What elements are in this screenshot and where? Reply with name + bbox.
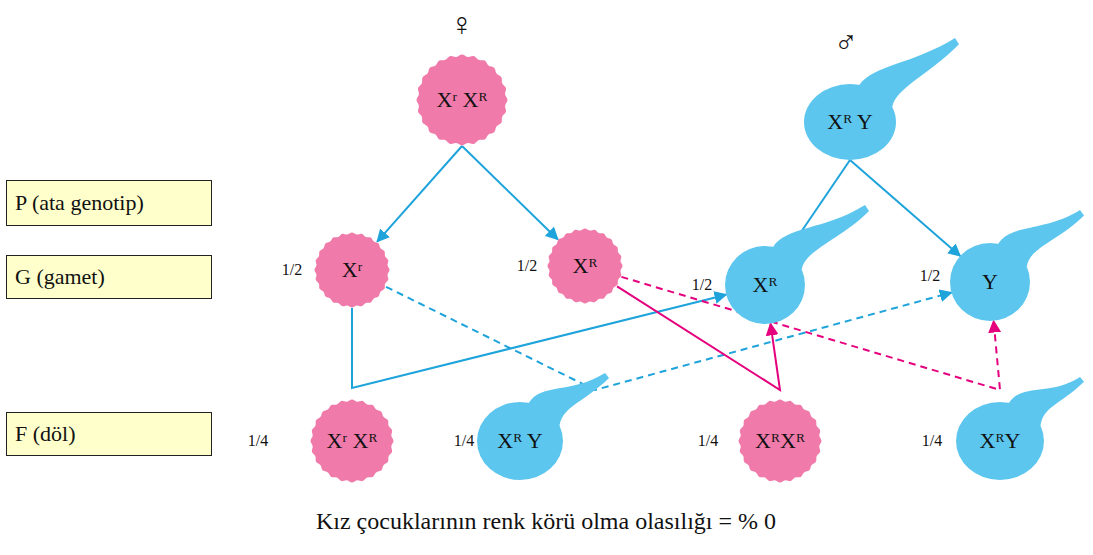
- sex-symbol: ♀: [450, 6, 474, 43]
- egg-cell: XᴿXᴿ: [738, 399, 822, 483]
- egg-body: [315, 233, 390, 308]
- sperm-cell: Xᴿ: [725, 246, 805, 324]
- probability-label: 1/2: [517, 257, 537, 275]
- fertilization-arrow: [386, 287, 951, 390]
- sperm-cell: Xᴿ Y: [804, 84, 896, 160]
- sperm-head: [956, 402, 1044, 480]
- egg-body: [417, 55, 508, 146]
- node-text: Xᴿ: [573, 253, 598, 279]
- sperm-cell: Y: [950, 243, 1030, 321]
- fertilization-arrow: [352, 295, 726, 388]
- sperm-head: [725, 246, 805, 324]
- sperm-cell: XᴿY: [956, 402, 1044, 480]
- gamete-arrow: [377, 146, 462, 242]
- node-text: Xᴿ Y: [497, 428, 542, 454]
- node-text: P (ata genotip): [15, 190, 144, 216]
- gamete-arrow: [462, 146, 558, 239]
- probability-label: 1/4: [698, 432, 718, 450]
- stage-label-box: P (ata genotip): [6, 180, 212, 226]
- node-text: Xʳ Xᴿ: [326, 428, 377, 454]
- egg-cell: Xᴿ: [547, 228, 623, 304]
- node-text: Xᴿ: [753, 272, 778, 298]
- probability-label: 1/2: [692, 276, 712, 294]
- probability-label: 1/2: [920, 267, 940, 285]
- sperm-head: [950, 243, 1030, 321]
- sperm-head: [477, 402, 563, 480]
- probability-label: 1/4: [454, 432, 474, 450]
- caption: Kız çocuklarının renk körü olma olasılığ…: [316, 508, 776, 535]
- egg-body: [739, 400, 822, 483]
- node-text: Xᴿ Y: [827, 109, 872, 135]
- node-text: Xʳ Xᴿ: [436, 87, 487, 113]
- egg-cell: Xʳ Xᴿ: [310, 399, 394, 483]
- probability-label: 1/4: [922, 432, 942, 450]
- egg-cell: Xʳ Xᴿ: [416, 54, 508, 146]
- probability-label: 1/2: [282, 261, 302, 279]
- node-text: F (döl): [15, 421, 76, 447]
- stage-label-box: G (gamet): [6, 255, 212, 299]
- sperm-cell: Xᴿ Y: [477, 402, 563, 480]
- node-text: Xʳ: [342, 257, 363, 283]
- egg-body: [311, 400, 394, 483]
- fertilization-arrow: [621, 277, 1000, 390]
- sperm-head: [804, 84, 896, 160]
- node-text: G (gamet): [15, 264, 105, 290]
- node-text: Y: [982, 269, 998, 295]
- sex-symbol: ♂: [834, 24, 858, 61]
- egg-cell: Xʳ: [314, 232, 390, 308]
- probability-label: 1/4: [248, 432, 268, 450]
- node-text: XᴿY: [980, 428, 1021, 454]
- egg-body: [548, 229, 623, 304]
- stage-label-box: F (döl): [6, 412, 212, 456]
- node-text: XᴿXᴿ: [755, 428, 805, 454]
